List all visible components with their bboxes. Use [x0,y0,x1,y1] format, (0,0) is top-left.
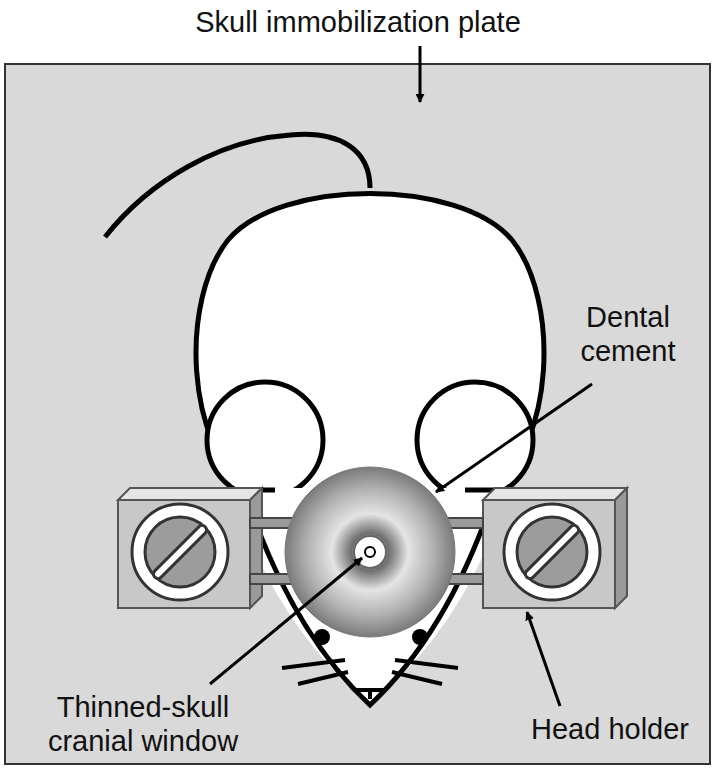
mouse-eye [314,629,330,645]
leader-arrows [210,46,592,706]
dental-cement [285,467,455,637]
mouse-ear [417,382,533,498]
head-holder [483,488,627,608]
cranial-window [354,536,386,568]
head-holder [118,488,262,608]
mouse-eye [412,629,428,645]
mouse-ear [207,382,323,498]
part-label: Thinned-skull cranial window [18,690,268,758]
part-label: Head holder [515,712,705,746]
part-label: Dental cement [548,300,708,368]
immobilization-plate [5,64,710,764]
plate-title: Skull immobilization plate [0,5,716,39]
whiskers [282,660,458,699]
